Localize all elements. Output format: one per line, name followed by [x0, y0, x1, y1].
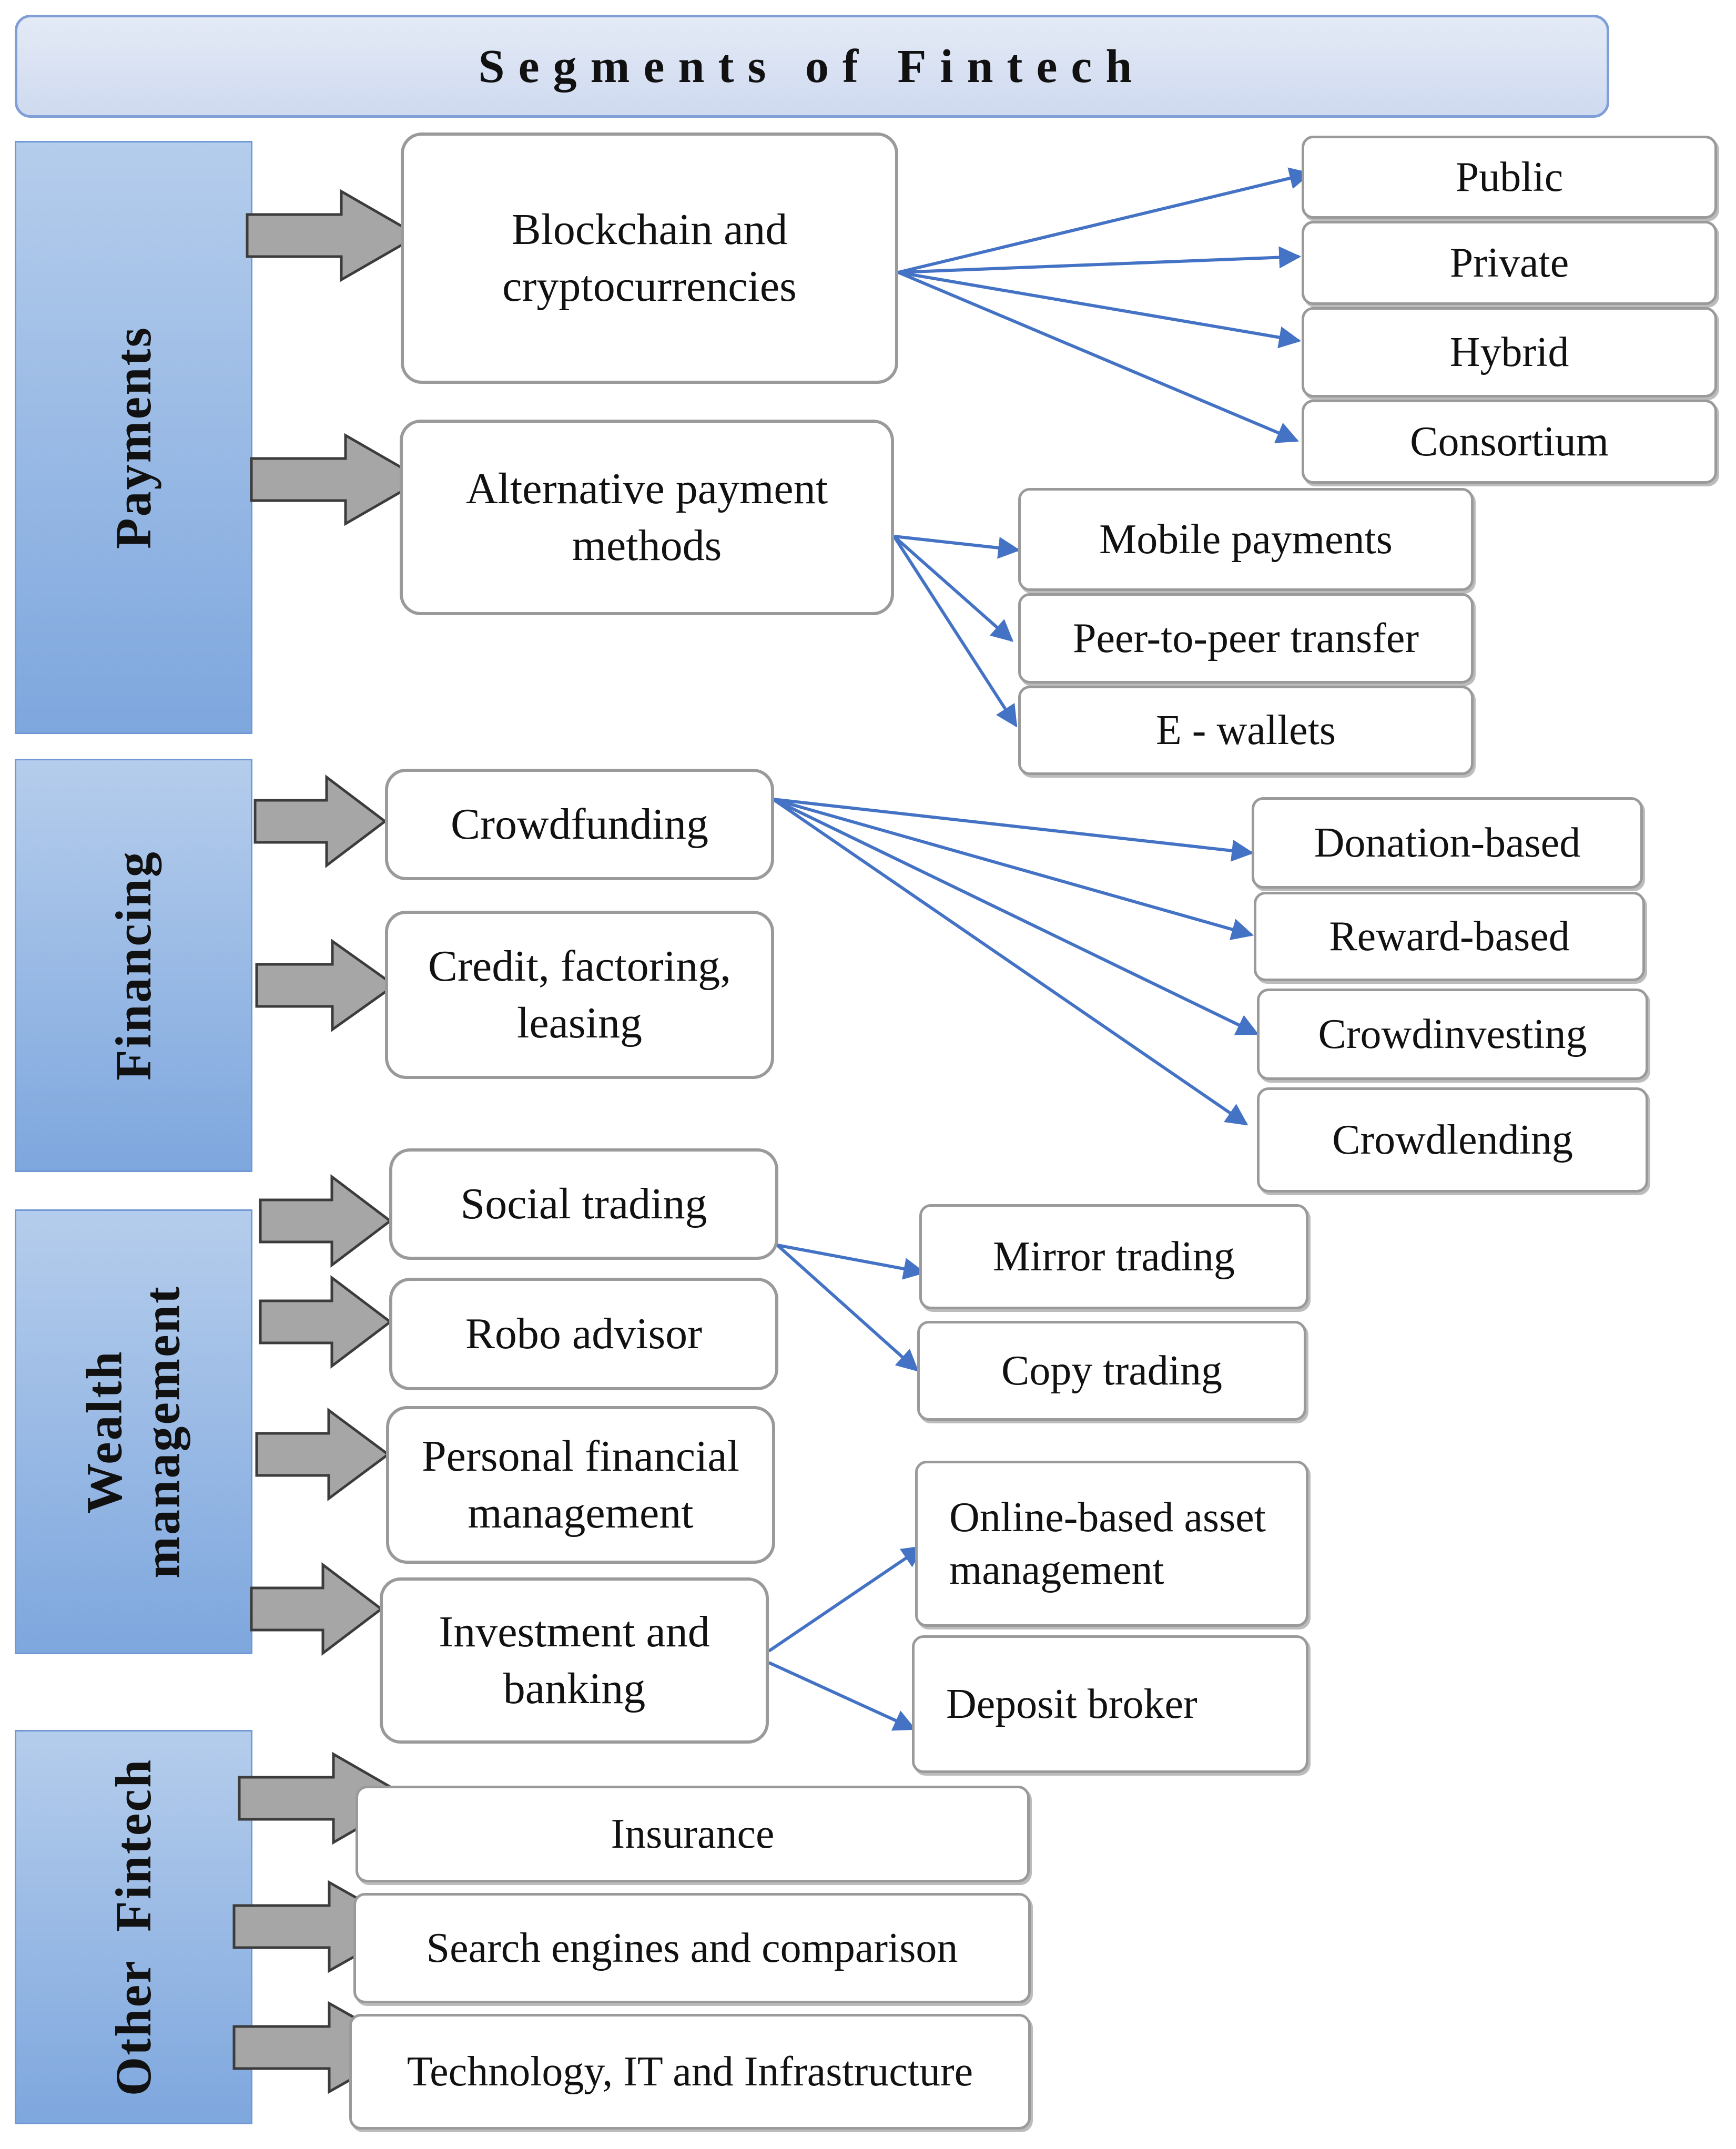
sub-private: Private — [1302, 221, 1717, 305]
online-asset-line2: management — [949, 1547, 1164, 1593]
box-blockchain: Blockchain and cryptocurrencies — [401, 133, 898, 384]
segment-wealth-management: Wealth management — [15, 1209, 252, 1654]
sub-mobile-payments: Mobile payments — [1018, 488, 1474, 591]
online-asset-line1: Online-based asset — [949, 1494, 1266, 1541]
connector-donation-based — [773, 798, 1254, 862]
blockchain-line1: Blockchain and — [511, 205, 788, 254]
connector-e-wallets — [892, 535, 1018, 728]
sub-crowdinvesting: Crowdinvesting — [1257, 989, 1648, 1080]
connector-p2p-transfer — [893, 535, 1014, 642]
connector-crowdlending — [772, 798, 1248, 1126]
segment-other-fintech: Other Fintech — [15, 1730, 252, 2124]
box-investment-banking: Investment and banking — [380, 1577, 769, 1744]
block-arrow-alternative-payment — [250, 433, 425, 526]
connector-mirror-trading — [777, 1244, 926, 1280]
box-crowdfunding: Crowdfunding — [385, 769, 774, 880]
sub-mirror-trading: Mirror trading — [919, 1204, 1308, 1309]
connector-crowdinvesting — [772, 798, 1259, 1035]
invest-line1: Investment and — [439, 1607, 710, 1657]
connector-consortium — [897, 271, 1299, 443]
other-technology-it: Technology, IT and Infrastructure — [349, 2014, 1031, 2130]
credit-line1: Credit, factoring, — [428, 942, 732, 991]
block-arrow-blockchain — [246, 189, 421, 282]
block-arrow-robo-advisor — [259, 1275, 393, 1369]
sub-online-asset-management: Online-based asset management — [915, 1461, 1308, 1627]
connector-mobile-payments — [894, 535, 1021, 559]
connector-hybrid — [898, 271, 1302, 349]
sub-consortium: Consortium — [1302, 400, 1717, 484]
box-alternative-payment: Alternative payment methods — [400, 420, 894, 615]
box-social-trading: Social trading — [389, 1148, 778, 1260]
connector-reward-based — [773, 798, 1254, 940]
sub-reward-based: Reward-based — [1254, 892, 1645, 981]
box-robo-advisor: Robo advisor — [389, 1278, 778, 1390]
altpay-line2: methods — [572, 521, 722, 570]
sub-crowdlending: Crowdlending — [1257, 1087, 1648, 1193]
blockchain-line2: cryptocurrencies — [502, 262, 797, 311]
diagram-title: Segments of Fintech — [15, 15, 1609, 118]
sub-hybrid: Hybrid — [1302, 307, 1717, 398]
pfm-line1: Personal financial — [421, 1432, 740, 1481]
connector-online-asset — [768, 1545, 925, 1653]
block-arrow-investment — [250, 1562, 384, 1656]
box-personal-financial-management: Personal financial management — [386, 1406, 775, 1564]
block-arrow-pfm — [255, 1408, 391, 1501]
sub-copy-trading: Copy trading — [917, 1321, 1306, 1421]
invest-line2: banking — [503, 1664, 646, 1713]
sub-e-wallets: E - wallets — [1018, 686, 1474, 775]
block-arrow-crowdfunding — [253, 774, 388, 869]
pfm-line2: management — [468, 1489, 694, 1537]
connector-deposit-broker — [768, 1661, 916, 1731]
block-arrow-credit — [255, 939, 397, 1032]
altpay-line1: Alternative payment — [465, 464, 828, 514]
segment-financing: Financing — [15, 759, 252, 1172]
block-arrow-social-trading — [259, 1174, 393, 1268]
sub-deposit-broker: Deposit broker — [912, 1635, 1308, 1773]
sub-public: Public — [1302, 136, 1717, 219]
other-search-engines: Search engines and comparison — [353, 1893, 1031, 2003]
connector-public — [898, 167, 1312, 274]
box-credit-factoring-leasing: Credit, factoring, leasing — [385, 911, 774, 1079]
other-insurance: Insurance — [356, 1786, 1030, 1882]
sub-donation-based: Donation-based — [1252, 797, 1643, 889]
connector-private — [898, 246, 1302, 274]
credit-line2: leasing — [517, 999, 642, 1047]
sub-p2p-transfer: Peer-to-peer transfer — [1018, 593, 1474, 684]
connector-copy-trading — [776, 1244, 919, 1372]
segment-payments: Payments — [15, 141, 252, 734]
